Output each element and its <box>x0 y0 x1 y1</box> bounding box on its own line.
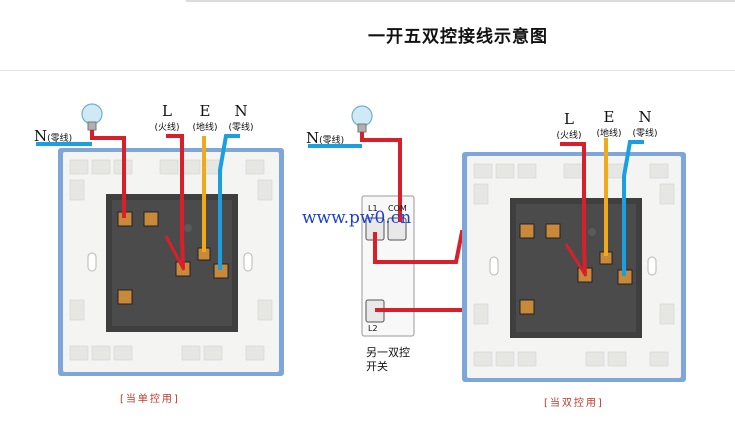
left-caption: [当单控用] <box>120 394 180 405</box>
other-switch-l1-label: L1 <box>368 204 378 213</box>
frame-line-top <box>186 0 735 2</box>
left-earth-label: E(地线) <box>192 102 218 133</box>
left-live-wire <box>166 134 185 269</box>
left-screw-slot-right <box>243 252 253 272</box>
left-screw-slot-left <box>87 252 97 272</box>
right-screw-slot-left <box>489 256 499 276</box>
left-bulb-neutral-label: N(零线) <box>34 127 73 145</box>
right-terminal-l2 <box>519 299 535 315</box>
left-neutral-label: N(零线) <box>228 102 254 133</box>
left-bulb <box>81 103 103 131</box>
right-live-wire <box>560 142 587 275</box>
right-neutral-label: N(零线) <box>632 108 658 139</box>
diagram-title: 一开五双控接线示意图 <box>368 27 548 47</box>
right-earth-label: E(地线) <box>596 108 622 139</box>
left-switch-panel <box>58 148 284 376</box>
right-bulb <box>351 105 373 133</box>
left-bulb-to-l1-wire <box>90 130 126 218</box>
other-switch-com-label: COM <box>388 204 407 213</box>
other-switch-caption: 另一双控开关 <box>366 346 410 373</box>
left-terminal-com <box>143 211 159 227</box>
right-bulb-to-com-wire <box>360 132 402 222</box>
watermark: www.pw0.cn <box>302 208 412 228</box>
left-terminal-l2 <box>117 289 133 305</box>
right-caption: [当双控用] <box>544 398 604 409</box>
frame-line-mid <box>0 70 735 71</box>
right-module-face <box>516 204 636 332</box>
right-switch-panel <box>462 152 686 382</box>
right-bulb-neutral-label: N(零线) <box>306 129 345 147</box>
left-module-screw <box>184 224 192 232</box>
right-neutral-wire <box>622 140 644 276</box>
right-terminal-l1 <box>519 223 535 239</box>
right-terminal-com <box>545 223 561 239</box>
right-screw-slot-right <box>647 256 657 276</box>
right-module-screw <box>588 228 596 236</box>
left-live-label: L(火线) <box>154 102 180 133</box>
right-live-label: L(火线) <box>556 110 582 141</box>
left-neutral-wire <box>218 134 240 270</box>
other-switch-com-terminal <box>387 217 407 241</box>
right-live-jumper <box>564 243 588 277</box>
left-live-jumper <box>164 235 186 271</box>
other-switch-l2-label: L2 <box>368 324 378 333</box>
